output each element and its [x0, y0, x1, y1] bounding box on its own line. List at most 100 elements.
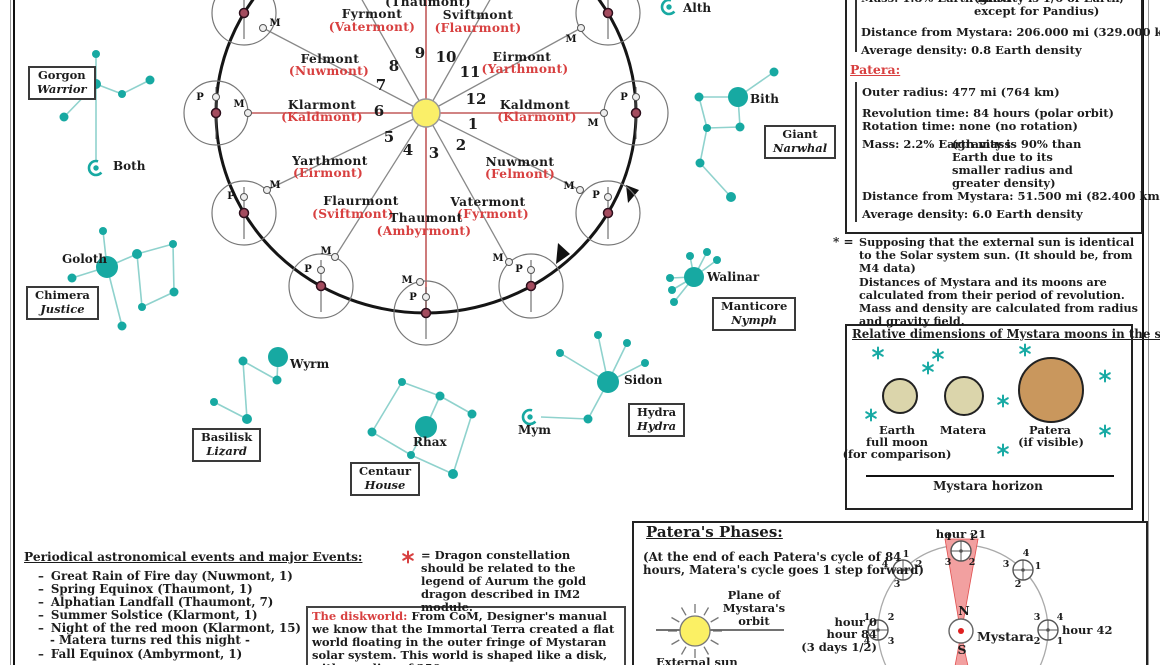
phase-moon-icon — [1037, 619, 1059, 641]
svg-text:P: P — [304, 264, 312, 275]
phase-digit: 3 — [887, 636, 895, 647]
galaxy-spiral-icon — [84, 156, 108, 180]
wheel-number: 4 — [402, 141, 414, 159]
days-note: (3 days 1/2) — [801, 640, 877, 654]
svg-text:P: P — [515, 264, 523, 275]
hour42-label: hour 42 — [1062, 623, 1113, 637]
wheel-number: 3 — [428, 144, 440, 162]
phase-digit: 4 — [863, 636, 871, 647]
svg-text:M: M — [492, 253, 503, 264]
north-label: N — [958, 603, 970, 618]
matera-distance: Distance from Mystara: 206.000 mi (329.0… — [861, 25, 1160, 39]
hour21-label: hour 21 — [935, 527, 987, 541]
wheel-spokes — [262, 0, 582, 263]
month-alt: (Kaldmont) — [281, 110, 363, 124]
patera-distance: Distance from Mystara: 51.500 mi (82.400… — [862, 189, 1160, 203]
horizon-label: Mystara horizon — [933, 479, 1043, 493]
constellation-centaur — [367, 378, 477, 479]
frame-right-thin — [1148, 0, 1149, 665]
phase-digit: 1 — [968, 532, 976, 543]
hour0-label: hour 0 — [834, 615, 877, 629]
patera-markers — [212, 93, 640, 301]
orbit-ring — [214, 0, 639, 315]
sun-icon — [411, 98, 441, 128]
svg-text:M: M — [269, 180, 280, 191]
matera-density: Average density: 0.8 Earth density — [861, 43, 1082, 57]
eclipse-wedge-top — [944, 538, 979, 635]
phase-digit: 2 — [1014, 579, 1022, 590]
star-name-bith: Bith — [750, 92, 779, 106]
frame-right — [1142, 0, 1144, 665]
month-name: Kaldmont — [499, 98, 571, 112]
star-name-both: Both — [113, 159, 146, 173]
wheel-number: 9 — [414, 44, 426, 62]
svg-text:M: M — [233, 99, 244, 110]
footnote-marker: * = — [833, 235, 854, 249]
event-item: –Fall Equinox (Ambyrmont, 1) — [38, 647, 243, 661]
month-alt: (Nuwmont) — [288, 64, 370, 78]
diskworld-text: The diskworld: From CoM, Designer's manu… — [312, 609, 615, 665]
phase-digit: 1 — [863, 612, 871, 623]
matera-mass-detail: (gravity is 1/6 of Earth, except for Pan… — [974, 0, 1124, 18]
svg-text:P: P — [196, 92, 204, 103]
galaxy-spiral-icon — [657, 0, 681, 19]
matera-markers — [244, 24, 608, 286]
month-alt: (Felmont) — [484, 167, 556, 181]
svg-text:M: M — [401, 275, 412, 286]
svg-text:P: P — [592, 190, 600, 201]
month-name: Felmont — [300, 52, 360, 66]
orbit-direction-arrow — [556, 243, 570, 264]
phase-digit: 1 — [902, 549, 910, 560]
phase-digit: 2 — [1033, 636, 1041, 647]
month-name: Yarthmont — [292, 154, 368, 168]
wheel-number: 7 — [375, 76, 387, 94]
phases-graphics — [656, 538, 1059, 665]
patera-rotation: Rotation time: none (no rotation) — [862, 119, 1078, 133]
moons-sky-graphics — [865, 343, 1114, 477]
month-alt-top: (Thaumont) — [385, 0, 471, 9]
phase-moon-icon — [1012, 559, 1034, 581]
footnote: Supposing that the external sun is ident… — [859, 235, 1138, 329]
month-alt: (Sviftmont) — [312, 207, 394, 221]
hour84-label: hour 84 — [826, 627, 877, 641]
diskworld-box — [306, 606, 626, 665]
star-name-sidon: Sidon — [624, 373, 663, 387]
patera-label: Patera — [1029, 423, 1071, 437]
patera-mass: Mass: 2.2% Earth mass — [862, 137, 1011, 151]
event-item: –Summer Solstice (Klarmont, 1) — [38, 608, 258, 622]
earth-label: Earth — [879, 423, 915, 437]
wheel-number: 2 — [455, 136, 467, 154]
month-alt: (Yarthmont) — [481, 62, 569, 76]
month-alt: (Vatermont) — [328, 20, 416, 34]
matera-label: Matera — [939, 423, 987, 437]
frame-left — [13, 0, 15, 665]
month-name: Klarmont — [287, 98, 357, 112]
svg-text:P: P — [227, 191, 235, 202]
month-name: Vatermont — [450, 195, 526, 209]
wheel-number: 5 — [383, 128, 395, 146]
phase-digit: 4 — [1022, 548, 1030, 559]
svg-text:M: M — [565, 34, 576, 45]
constellation-giant — [694, 67, 779, 202]
event-item: –Spring Equinox (Thaumont, 1) — [38, 582, 253, 596]
month-name: Thaumont — [389, 211, 463, 225]
phases-title: Patera's Phases: — [646, 523, 783, 541]
external-sun-label: External sun — [656, 655, 738, 665]
svg-text:P: P — [620, 92, 628, 103]
moons-sky-panel — [845, 324, 1133, 510]
diskworld-heading: The diskworld: — [312, 609, 408, 623]
earth-label-3: (for comparison) — [842, 447, 952, 461]
star-name-walinar: Walinar — [707, 270, 760, 284]
constellation-manticore — [666, 248, 721, 306]
patera-label-2: (if visible) — [1018, 435, 1084, 449]
month-alt: (Flaurmont) — [434, 21, 522, 35]
frame-left-thin — [10, 0, 11, 665]
mystara-planet-dots — [210, 7, 642, 319]
constellation-hydra — [518, 331, 649, 429]
patera-phases-panel — [632, 521, 1148, 665]
svg-text:M: M — [320, 246, 331, 257]
